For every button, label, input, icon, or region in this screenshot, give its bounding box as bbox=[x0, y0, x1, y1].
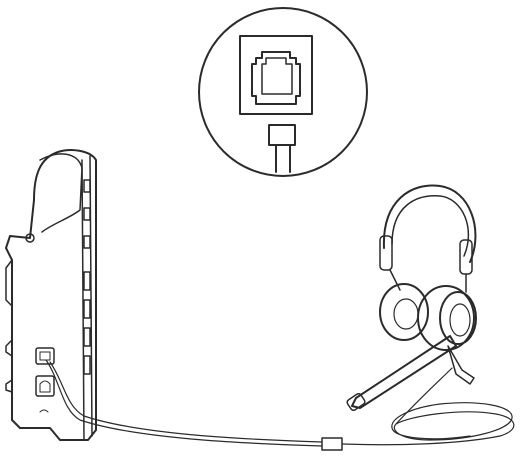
cable-coil bbox=[341, 402, 515, 446]
jack-panel bbox=[239, 35, 313, 115]
cable bbox=[45, 359, 515, 451]
phone-stand bbox=[5, 259, 13, 393]
right-ear-cup bbox=[439, 291, 477, 345]
inline-connector-icon bbox=[321, 437, 343, 451]
left-ear-center bbox=[393, 298, 419, 330]
speaker-hole-icon bbox=[25, 233, 35, 243]
ip-phone-side bbox=[5, 149, 97, 441]
cable-from-phone-2 bbox=[49, 361, 323, 443]
zoom-circle bbox=[198, 7, 368, 177]
mic-tip-icon bbox=[346, 392, 366, 412]
right-slider bbox=[459, 239, 473, 275]
handset-port-inner-icon bbox=[39, 380, 51, 393]
phone-body bbox=[5, 149, 97, 441]
cable-exit bbox=[447, 345, 475, 385]
left-ear-cushion bbox=[379, 283, 429, 341]
phone-face-edge bbox=[81, 159, 85, 441]
cable-to-headset bbox=[395, 367, 453, 425]
handset-port-icon bbox=[35, 375, 55, 397]
headband bbox=[382, 184, 477, 263]
handset-symbol-icon bbox=[39, 409, 49, 413]
rj9-jack-inner-icon bbox=[261, 57, 293, 95]
headset-port-inner-icon bbox=[39, 351, 51, 361]
handset-icon bbox=[39, 153, 83, 233]
right-ear-grille-icon bbox=[449, 303, 471, 337]
rj9-jack-icon bbox=[251, 51, 301, 105]
side-keys bbox=[83, 179, 91, 375]
left-yoke bbox=[389, 269, 401, 291]
cable-from-phone bbox=[45, 359, 323, 447]
left-slider bbox=[379, 235, 393, 271]
headset bbox=[346, 184, 477, 412]
phone-face-edge-2 bbox=[89, 155, 93, 437]
zoom-callout bbox=[198, 7, 368, 177]
port-panel bbox=[35, 347, 55, 413]
headband-inner bbox=[391, 195, 470, 257]
right-ear-cushion bbox=[417, 285, 475, 351]
mic-boom bbox=[351, 335, 457, 409]
rj9-plug-icon bbox=[268, 124, 296, 173]
headset-port-icon bbox=[35, 347, 55, 365]
